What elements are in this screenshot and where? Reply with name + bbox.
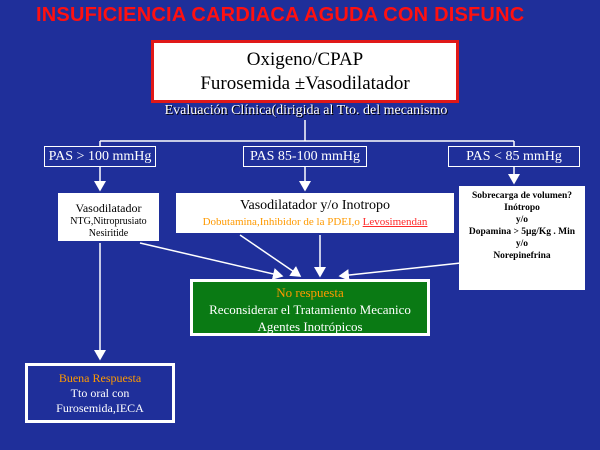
no-response-box: No respuesta Reconsiderar el Tratamiento… — [190, 279, 430, 336]
no-response-heading: No respuesta — [276, 285, 344, 300]
no-response-line2: Reconsiderar el Tratamiento Mecanico — [209, 302, 411, 317]
vasodilator-box: Vasodilatador NTG,Nitroprusiato Nesiriti… — [58, 193, 159, 241]
arrow-right-to-green — [338, 261, 471, 282]
levosimendan-highlight: Levosimendan — [362, 216, 428, 228]
inotrope-detail: Dobutamina,Inhibidor de la PDEI,o — [202, 216, 363, 228]
arrow-left-to-green — [139, 242, 284, 280]
initial-therapy-line1: Oxigeno/CPAP — [246, 49, 364, 70]
no-response-line3: Agentes Inotrópicos — [257, 319, 363, 334]
good-response-line2: Tto oral con — [70, 386, 130, 400]
hypotension-line5: y/o — [515, 239, 529, 249]
vasodilator-drugs-2: Nesiritide — [88, 228, 129, 239]
vasodilator-heading: Vasodilatador — [75, 201, 142, 215]
slide-title: INSUFICIENCIA CARDIACA AGUDA CON DISFUNC — [36, 4, 525, 26]
pas-mid-box: PAS 85-100 mmHg — [243, 146, 367, 167]
good-response-box: Buena Respuesta Tto oral con Furosemida,… — [25, 363, 175, 423]
hypotension-line6: Norepinefrina — [493, 251, 551, 261]
initial-therapy-box: Oxigeno/CPAP Furosemida ±Vasodilatador — [151, 40, 459, 103]
good-response-line3: Furosemida,IECA — [56, 401, 144, 415]
hypotension-line4: Dopamina > 5µg/Kg . Min — [468, 227, 576, 237]
vasodilator-inotrope-heading: Vasodilatador y/o Inotropo — [239, 198, 391, 213]
hypotension-line1: Sobrecarga de volumen? — [471, 191, 573, 201]
pas-low-box: PAS < 85 mmHg — [448, 146, 580, 167]
vasodilator-drugs: NTG,Nitroprusiato — [70, 216, 147, 227]
vasodilator-inotrope-box: Vasodilatador y/o Inotropo Dobutamina,In… — [176, 193, 454, 233]
initial-therapy-line2: Furosemida ±Vasodilatador — [200, 73, 410, 94]
hypotension-line3: y/o — [515, 215, 529, 225]
good-response-heading: Buena Respuesta — [58, 371, 142, 385]
pas-high-box: PAS > 100 mmHg — [44, 146, 156, 167]
evaluation-label: Evaluación Clínica(dirigida al Tto. del … — [164, 103, 448, 118]
hypotension-line2: Inótropo — [504, 203, 540, 213]
hypotension-box: Sobrecarga de volumen? Inótropo y/o Dopa… — [459, 186, 585, 290]
arrow-mid1-to-green — [239, 234, 302, 277]
